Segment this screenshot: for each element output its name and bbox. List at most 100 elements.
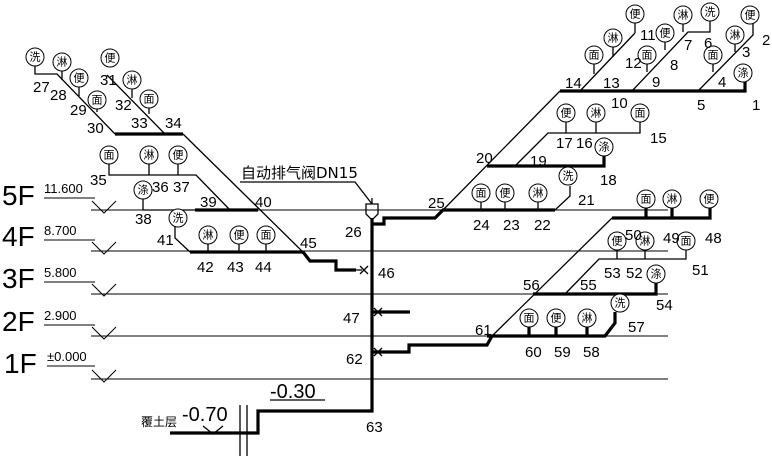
fixture-circle (725, 25, 745, 45)
node-number: 40 (255, 194, 272, 211)
node-number: 30 (87, 120, 104, 137)
fixture-symbol: 面 (630, 103, 650, 123)
node-number: 15 (650, 130, 667, 147)
fixture-symbol: 面 (703, 45, 723, 65)
fixture-circle (673, 5, 693, 25)
fixture-circle (662, 189, 682, 209)
floor-elevation: 8.700 (44, 223, 77, 238)
node-number: 45 (300, 235, 317, 252)
fixture-symbol: 洗 (610, 293, 630, 313)
fixture-circle (25, 47, 45, 67)
fixture-label: 涤 (738, 66, 749, 80)
fixture-label: 面 (589, 49, 600, 62)
node-number: 27 (33, 79, 50, 96)
fixture-label: 便 (173, 149, 184, 162)
fixture-circle (168, 208, 188, 228)
fixture-symbol: 涤 (133, 180, 153, 200)
node-number: 23 (503, 217, 520, 234)
fixture-circle (699, 189, 719, 209)
node-number: 28 (50, 87, 67, 104)
fixture-symbol: 洗 (700, 2, 720, 22)
fixture-circle (495, 183, 515, 203)
fixture-label: 便 (500, 187, 511, 200)
fixture-circle (610, 293, 630, 313)
node-number: 20 (476, 150, 493, 167)
node-number: 21 (578, 192, 595, 209)
fixture-label: 便 (745, 9, 756, 22)
pipe (372, 208, 555, 226)
fixture-circle (646, 264, 666, 284)
fixture-label: 便 (234, 229, 245, 242)
fixture-circle (586, 103, 606, 123)
fixture-label: 面 (476, 187, 487, 200)
pipe (372, 310, 494, 354)
node-number: 10 (611, 95, 628, 112)
node-number: 3 (742, 44, 750, 61)
fixture-symbol: 便 (625, 4, 645, 24)
node-number: 25 (428, 195, 445, 212)
fixture-circle (740, 5, 760, 25)
node-number: 50 (625, 227, 642, 244)
node-labels: 1234567891011121314151617181920212223242… (33, 27, 770, 436)
node-number: 32 (115, 97, 132, 114)
fixture-circle (607, 231, 627, 251)
fixture-label: 面 (261, 229, 272, 242)
fixture-circle (556, 103, 576, 123)
fixture-circle (676, 231, 696, 251)
fixture-symbol: 便 (607, 231, 627, 251)
node-number: 51 (692, 262, 709, 279)
fixture-symbol: 便 (699, 189, 719, 209)
fixture-label: 涤 (599, 140, 610, 154)
fixture-symbol: 淋 (122, 70, 142, 90)
pipe (631, 21, 711, 92)
node-number: 62 (346, 351, 363, 368)
fixture-symbol: 洗 (168, 208, 188, 228)
fixture-label: 洗 (563, 170, 574, 183)
fixture-circle (69, 68, 89, 88)
floor-elevation: 11.600 (44, 181, 83, 196)
cover-elevation: -0.70 (182, 404, 228, 426)
node-number: 16 (576, 135, 593, 152)
node-number: 19 (530, 153, 547, 170)
fixture-label: 淋 (144, 149, 155, 162)
pipe (442, 90, 561, 211)
node-number: 14 (565, 75, 582, 92)
node-number: 57 (628, 319, 645, 336)
fixture-symbol: 淋 (662, 189, 682, 209)
node-number: 39 (200, 194, 217, 211)
fixture-circle (637, 45, 657, 65)
fixture-circle (87, 90, 107, 110)
fixture-circle (133, 180, 153, 200)
fixture-label: 面 (524, 312, 535, 325)
node-number: 5 (697, 97, 705, 114)
node-number: 35 (90, 172, 107, 189)
fixture-circle (256, 225, 276, 245)
fixtures: 洗淋便面便淋面面淋便涤洗淋便面便淋面便淋洗面便淋面涤便淋面涤面便淋洗面淋便便淋面… (25, 2, 760, 328)
node-number: 9 (652, 74, 660, 91)
riser-pipe (170, 218, 374, 435)
fixture-circle (558, 166, 578, 186)
fixture-symbol: 便 (69, 68, 89, 88)
fixture-label: 淋 (608, 32, 619, 45)
node-number: 37 (173, 179, 190, 196)
fixture-label: 淋 (582, 312, 593, 325)
fixture-label: 淋 (591, 107, 602, 120)
fixture-circle (577, 308, 597, 328)
fixture-label: 洗 (705, 6, 716, 19)
node-number: 6 (704, 35, 712, 52)
fixture-symbol: 面 (99, 145, 119, 165)
node-number: 44 (255, 259, 272, 276)
floor-levels: 5F 11.600 4F 8.700 3F 5.800 2F 2.900 1F … (2, 180, 668, 383)
fixture-label: 便 (612, 235, 623, 248)
node-number: 29 (70, 102, 87, 119)
node-number: 24 (473, 217, 490, 234)
fixture-label: 面 (144, 93, 155, 106)
fixture-circle (700, 2, 720, 22)
node-number: 1 (752, 97, 760, 114)
fixture-label: 淋 (533, 187, 544, 200)
node-number: 18 (600, 172, 617, 189)
fixture-circle (99, 145, 119, 165)
node-number: 41 (157, 232, 174, 249)
floor-2f: 2F 2.900 (2, 306, 668, 340)
